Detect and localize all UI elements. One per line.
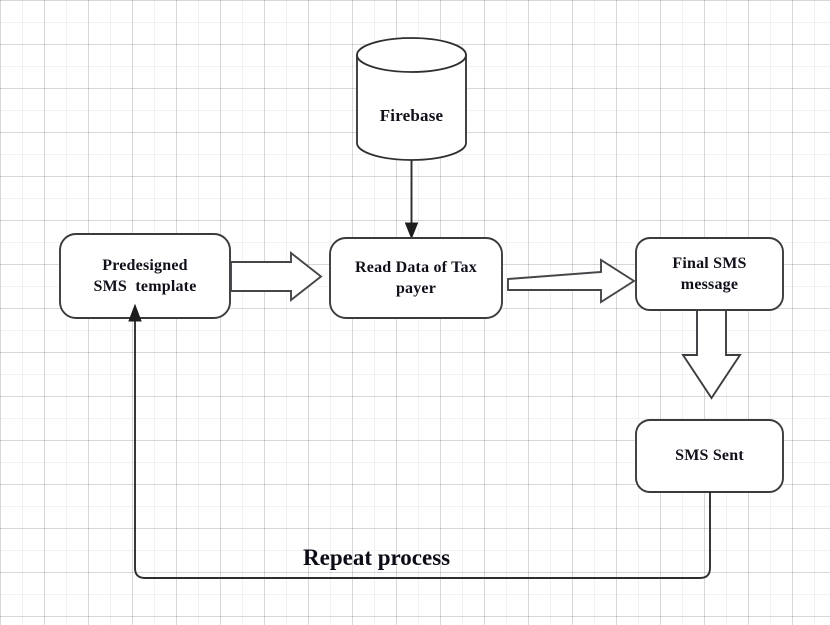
edge-sms-sent-to-template-icon xyxy=(128,303,711,579)
arrow-head-down-icon xyxy=(404,222,419,240)
node-predesigned-sms-template[interactable] xyxy=(59,233,231,319)
node-firebase[interactable] xyxy=(356,37,467,161)
firebase-cylinder-body xyxy=(356,54,467,161)
node-box xyxy=(635,419,784,493)
node-final-sms-message[interactable] xyxy=(635,237,784,311)
edge-final-sms-to-sms-sent-icon xyxy=(681,309,742,400)
edge-template-to-read-data-icon xyxy=(230,251,323,302)
edge-read-data-to-final-sms-icon xyxy=(507,258,636,304)
firebase-cylinder-top xyxy=(356,37,467,73)
node-read-data-of-tax-payer[interactable] xyxy=(329,237,503,319)
block-arrow-down-icon xyxy=(681,309,742,400)
node-sms-sent[interactable] xyxy=(635,419,784,493)
feedback-path xyxy=(134,320,711,579)
edge-label-repeat-process: Repeat process xyxy=(303,545,451,570)
edge-firebase-to-read-data-icon xyxy=(404,160,419,240)
block-arrow-right-icon xyxy=(230,251,323,302)
block-arrow-right-icon xyxy=(507,258,636,304)
node-box xyxy=(329,237,503,319)
arrow-head-up-icon xyxy=(128,303,142,322)
node-box xyxy=(635,237,784,311)
node-box xyxy=(59,233,231,319)
